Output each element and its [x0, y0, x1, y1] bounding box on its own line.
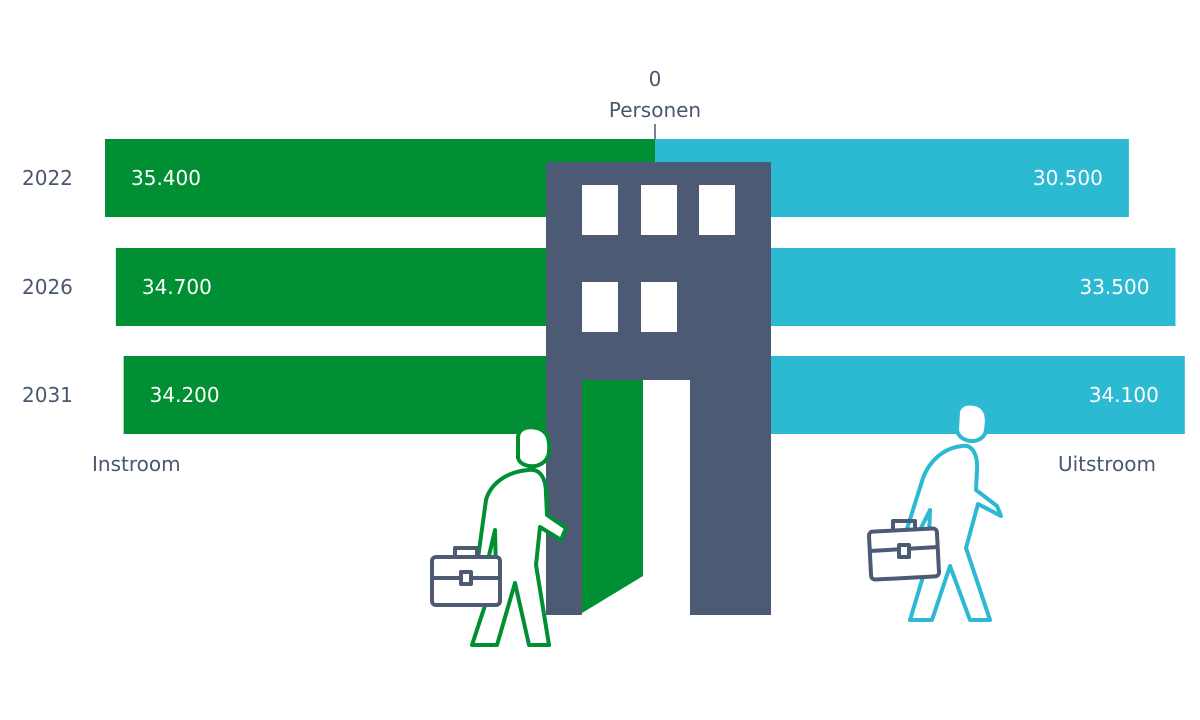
building-open-door [582, 380, 643, 613]
axis-unit-label: Personen [609, 98, 701, 122]
value-label-instroom: 35.400 [131, 166, 201, 190]
legend-instroom: Instroom [92, 452, 181, 476]
category-label: 2022 [22, 166, 73, 190]
legend-uitstroom: Uitstroom [1058, 452, 1156, 476]
value-label-instroom: 34.700 [142, 275, 212, 299]
value-label-uitstroom: 34.100 [1089, 383, 1159, 407]
value-label-uitstroom: 33.500 [1079, 275, 1149, 299]
building-window [699, 185, 735, 235]
value-label-instroom: 34.200 [150, 383, 220, 407]
category-label: 2026 [22, 275, 73, 299]
person-leaving-icon [904, 401, 1003, 622]
axis-zero-label: 0 [649, 67, 662, 91]
building-window [641, 185, 677, 235]
category-label: 2031 [22, 383, 73, 407]
building-window [582, 185, 618, 235]
building-window [582, 282, 618, 332]
briefcase-icon [430, 546, 502, 607]
value-label-uitstroom: 30.500 [1033, 166, 1103, 190]
office-building-icon [546, 162, 771, 616]
briefcase-icon [866, 519, 942, 582]
building-window [641, 282, 677, 332]
